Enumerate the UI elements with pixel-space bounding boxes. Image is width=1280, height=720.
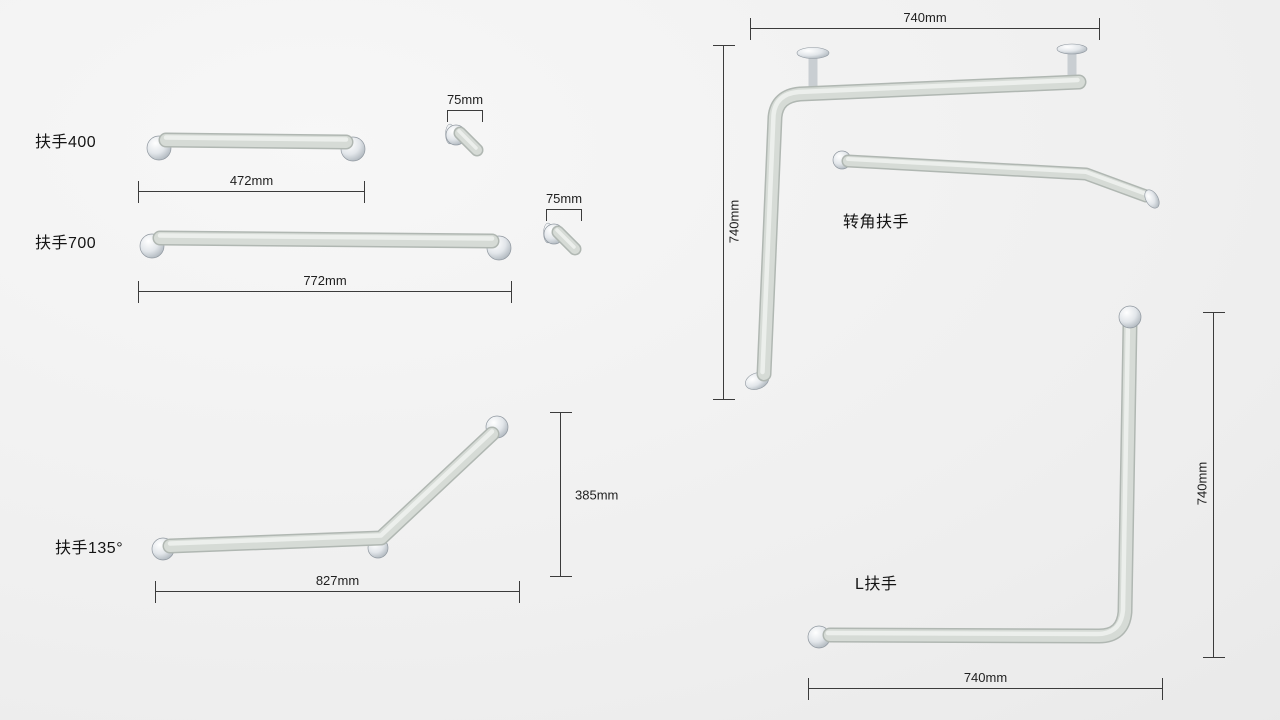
dim-mount-mid-depth-line	[546, 209, 582, 221]
bar400-figure	[146, 132, 366, 162]
dim-bar700-length: 772mm	[138, 273, 512, 303]
dim-corner-width: 740mm	[750, 10, 1100, 40]
dim-l-bar-width: 740mm	[808, 670, 1163, 700]
dim-bar135-length: 827mm	[155, 573, 520, 603]
dim-bar700-length-text: 772mm	[303, 273, 347, 288]
dim-bar700-length-line	[138, 281, 512, 303]
label-corner-bar: 转角扶手	[843, 214, 910, 231]
bar700-figure	[139, 230, 512, 261]
dim-mount-top-depth-text: 75mm	[446, 92, 484, 107]
dim-l-bar-width-line	[808, 678, 1163, 700]
dim-mount-mid-depth: 75mm	[545, 191, 583, 221]
dim-bar400-length-line	[138, 181, 365, 203]
dim-l-bar-height: 740mm	[1195, 312, 1225, 658]
dim-corner-width-line	[750, 18, 1100, 40]
dim-mount-top-depth: 75mm	[446, 92, 484, 122]
wall-mount-detail-mid	[543, 222, 582, 256]
label-bar700: 扶手700	[35, 235, 97, 252]
corner-bar-figure	[745, 43, 1160, 390]
dim-corner-width-text: 740mm	[903, 10, 947, 25]
dim-bar135-height: 385mm	[549, 412, 618, 577]
label-l-bar: L扶手	[855, 576, 898, 593]
dim-l-bar-width-text: 740mm	[963, 670, 1008, 685]
label-bar400: 扶手400	[35, 134, 97, 151]
l-bar-figure	[807, 305, 1142, 649]
wall-mount-detail-top	[445, 123, 484, 157]
dim-bar400-length: 472mm	[138, 173, 365, 203]
dim-l-bar-height-text: 740mm	[1194, 461, 1210, 506]
dim-bar135-height-text: 385mm	[575, 487, 619, 502]
dim-bar400-length-text: 472mm	[229, 173, 274, 188]
dim-corner-height: 740mm	[712, 45, 742, 400]
bar135-figure	[151, 415, 509, 561]
label-bar135: 扶手135°	[55, 540, 124, 557]
dim-corner-height-text: 740mm	[726, 199, 742, 243]
dim-bar135-length-text: 827mm	[315, 573, 360, 588]
dim-mount-mid-depth-text: 75mm	[545, 191, 583, 206]
dim-bar135-length-line	[155, 581, 520, 603]
dim-mount-top-depth-line	[447, 110, 483, 122]
